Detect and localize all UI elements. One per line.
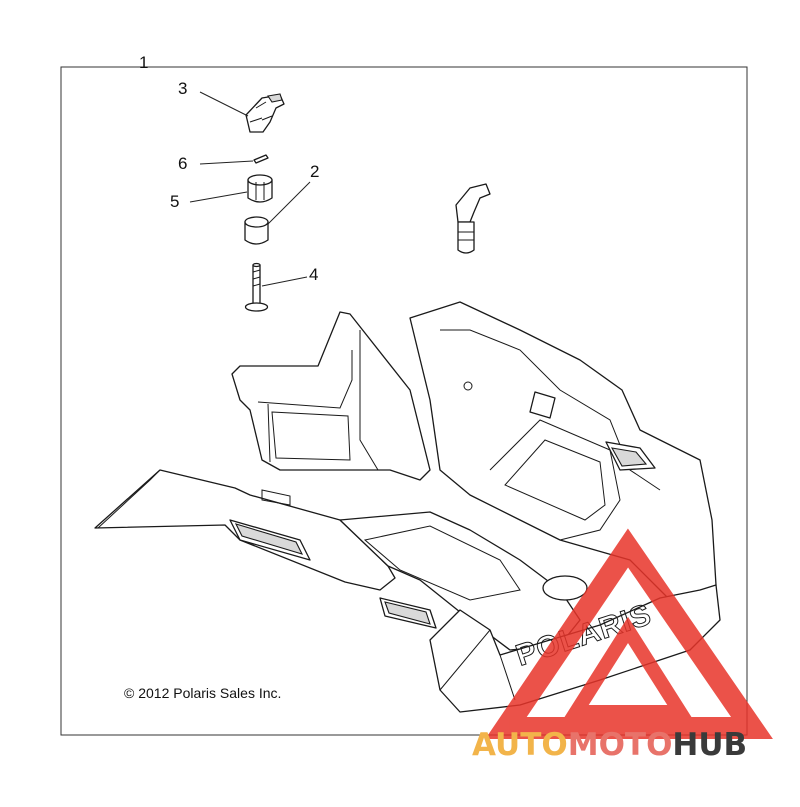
callout-2: 2 <box>310 162 319 181</box>
bushing-part-5 <box>247 174 273 203</box>
watermark-logo <box>485 528 773 739</box>
callout-1: 1 <box>139 53 148 72</box>
watermark-hub: HUB <box>672 727 747 763</box>
watermark-triangle-inner <box>563 616 693 719</box>
copyright-text: © 2012 Polaris Sales Inc. <box>124 685 281 701</box>
callout-3: 3 <box>178 79 187 98</box>
callout-5: 5 <box>170 192 179 211</box>
watermark-auto: AUTO <box>472 727 568 763</box>
assembled-latch <box>455 183 491 254</box>
watermark-triangle-outer <box>485 528 773 739</box>
leader-5 <box>189 191 248 203</box>
callout-4: 4 <box>309 265 318 284</box>
leader-3 <box>199 91 249 117</box>
pin-part-6 <box>253 154 269 164</box>
spacer-part-2 <box>244 216 269 245</box>
diagram-frame <box>60 66 748 736</box>
watermark-moto: MOTO <box>568 727 673 763</box>
leader-4 <box>261 276 308 287</box>
latch-part-3 <box>245 93 285 133</box>
leader-6 <box>199 160 254 165</box>
watermark-text: AUTOMOTOHUB <box>472 727 747 763</box>
callout-6: 6 <box>178 154 187 173</box>
bolt-part-4 <box>244 262 269 312</box>
rear-rack-part-1 <box>94 301 721 713</box>
leader-2 <box>267 181 311 225</box>
